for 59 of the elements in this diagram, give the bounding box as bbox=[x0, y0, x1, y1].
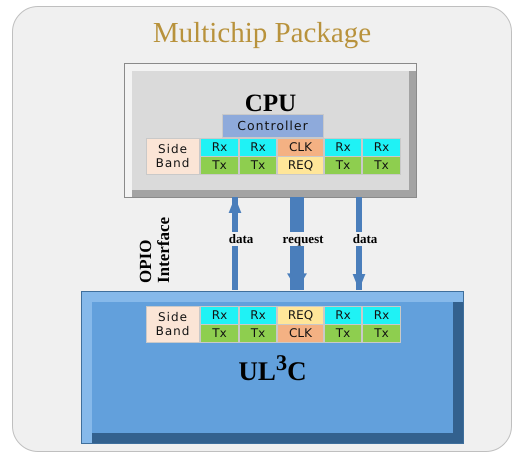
package-title: Multichip Package bbox=[152, 17, 372, 50]
signal-label: CLK bbox=[288, 326, 313, 340]
signal-label: Tx bbox=[250, 326, 266, 340]
controller-label: Controller bbox=[236, 118, 310, 134]
edge-label: data bbox=[228, 232, 254, 246]
signal-cell bbox=[147, 139, 199, 174]
signal-cell bbox=[278, 325, 323, 342]
signal-label: Rx bbox=[334, 140, 352, 154]
signal-cell bbox=[325, 139, 361, 156]
signal-label: Tx bbox=[334, 158, 352, 172]
signal-label: Rx bbox=[210, 140, 228, 154]
signal-label: Side Band bbox=[154, 310, 192, 338]
arrow bbox=[287, 197, 307, 290]
arrow bbox=[352, 197, 366, 290]
signal-cell bbox=[201, 139, 238, 156]
signal-cell bbox=[325, 307, 361, 324]
signal-label: REQ bbox=[286, 308, 314, 322]
interface-label: OPIO Interface bbox=[137, 216, 173, 283]
signal-label: CLK bbox=[288, 140, 313, 154]
edge-label: data bbox=[352, 232, 378, 246]
signal-cell bbox=[278, 307, 323, 324]
signal-label: Rx bbox=[210, 308, 228, 322]
signal-label: Tx bbox=[250, 158, 266, 172]
signal-cell bbox=[325, 157, 361, 174]
signal-label: Rx bbox=[249, 140, 267, 154]
signal-cell bbox=[363, 325, 400, 342]
signal-label: Side Band bbox=[154, 142, 192, 170]
signal-cell bbox=[147, 307, 199, 342]
signal-cell bbox=[240, 157, 276, 174]
arrow bbox=[228, 197, 242, 290]
signal-cell bbox=[278, 157, 323, 174]
signal-label: Tx bbox=[373, 326, 390, 340]
edge-label: request bbox=[282, 232, 324, 246]
signal-label: Tx bbox=[211, 326, 228, 340]
signal-label: Rx bbox=[334, 308, 352, 322]
signal-label: Rx bbox=[372, 140, 390, 154]
signal-cell bbox=[240, 325, 276, 342]
signal-label: Rx bbox=[372, 308, 390, 322]
controller-block bbox=[223, 115, 323, 137]
signal-cell bbox=[201, 307, 238, 324]
signal-cell bbox=[240, 139, 276, 156]
signal-cell bbox=[201, 157, 238, 174]
cpu-box bbox=[124, 63, 417, 198]
package-panel bbox=[12, 6, 512, 452]
signal-label: Tx bbox=[334, 326, 352, 340]
signal-cell bbox=[201, 325, 238, 342]
signal-cell bbox=[325, 325, 361, 342]
signal-cell bbox=[363, 157, 400, 174]
cpu-title: CPU bbox=[244, 90, 296, 118]
signal-label: REQ bbox=[286, 158, 314, 172]
chip-title: UL$^{3}$C bbox=[238, 350, 307, 387]
signal-cell bbox=[240, 307, 276, 324]
signal-label: Tx bbox=[211, 158, 228, 172]
signal-label: Tx bbox=[373, 158, 390, 172]
chip-box bbox=[81, 291, 464, 444]
signal-label: Rx bbox=[249, 308, 267, 322]
signal-cell bbox=[363, 139, 400, 156]
signal-cell bbox=[278, 139, 323, 156]
signal-cell bbox=[363, 307, 400, 324]
